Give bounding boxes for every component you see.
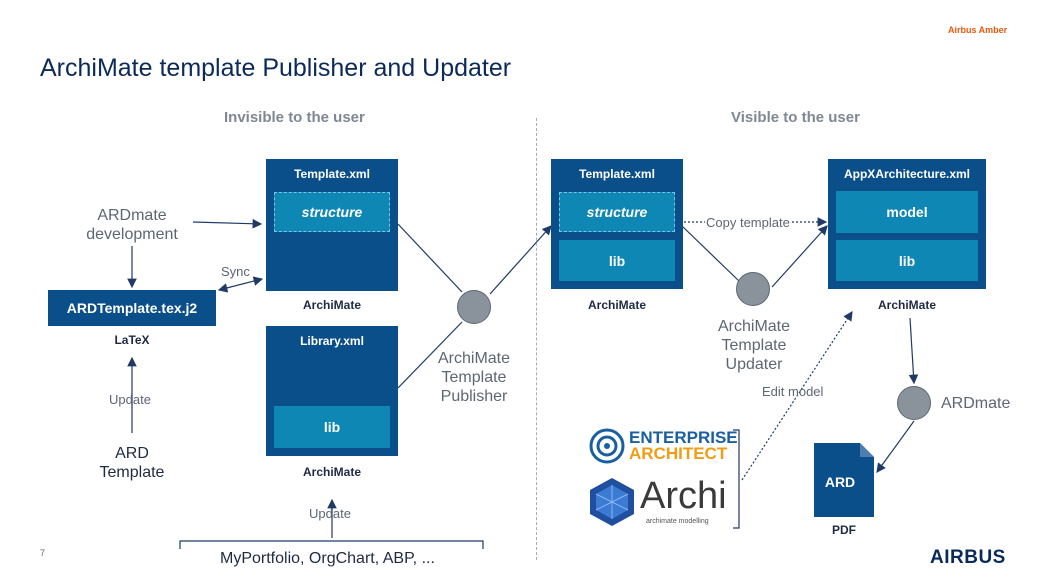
appx-lib: lib — [836, 240, 978, 281]
updater-label: ArchiMate Template Updater — [717, 318, 791, 373]
ardtemplate-file-name: ARDTemplate.tex.j2 — [66, 300, 198, 316]
pdf-caption: PDF — [832, 523, 856, 537]
arrow-edit-model — [741, 310, 853, 481]
archi-logo-tagline: archimate modelling — [646, 518, 709, 525]
enterprise-architect-logo-icon — [589, 428, 625, 464]
template-right-lib: lib — [559, 240, 675, 281]
arrow-library-to-publisher — [397, 321, 463, 389]
arrow-appx-to-ardmate — [908, 317, 919, 385]
copy-template-label: Copy template — [705, 215, 791, 230]
arrow-sync — [217, 276, 264, 293]
page-title: ArchiMate template Publisher and Updater — [40, 54, 512, 82]
template-xml-right: Template.xml structure lib — [551, 159, 683, 289]
appx-model: model — [836, 191, 978, 233]
library-caption: ArchiMate — [302, 465, 361, 479]
right-section-heading: Visible to the user — [731, 109, 860, 126]
left-section-heading: Invisible to the user — [224, 109, 365, 126]
publisher-label: ArchiMate Template Publisher — [437, 350, 511, 405]
appx-title: AppXArchitecture.xml — [843, 167, 971, 181]
appx-caption: ArchiMate — [877, 298, 936, 312]
sources-bracket — [179, 540, 484, 549]
template-xml-right-title: Template.xml — [579, 167, 655, 181]
enterprise-architect-logo-text: ENTERPRISE ARCHITECT — [629, 428, 738, 463]
arrow-template-to-updater — [681, 225, 740, 282]
template-xml-left-title: Template.xml — [294, 167, 370, 181]
tools-bracket — [733, 429, 740, 529]
appx-architecture-xml: AppXArchitecture.xml model lib — [828, 159, 986, 289]
airbus-logo: AIRBUS — [930, 547, 1006, 568]
template-xml-left: Template.xml structure — [266, 159, 398, 291]
arrow-template-to-publisher — [397, 223, 463, 293]
ardmate-node — [897, 386, 931, 420]
publisher-node — [457, 290, 491, 324]
library-xml: Library.xml lib — [266, 326, 398, 456]
archi-logo-icon — [590, 478, 634, 526]
classification-label: Airbus Amber — [948, 25, 1008, 35]
edit-model-label: Edit model — [762, 384, 824, 399]
ardtemplate-file-box: ARDTemplate.tex.j2 — [48, 290, 216, 326]
ea-logo-line1: ENTERPRISE — [629, 428, 738, 447]
ea-logo-line2: ARCHITECT — [629, 444, 728, 463]
updater-node — [736, 272, 770, 306]
ardmate-label: ARDmate — [941, 395, 1011, 412]
update-label: Update — [109, 392, 151, 407]
arrow-ardmate-to-pdf — [876, 420, 915, 473]
arrow-dev-to-template — [192, 218, 263, 229]
ard-template-label: ARD Template — [99, 445, 165, 481]
page-number: 7 — [40, 548, 46, 558]
sync-label: Sync — [221, 264, 250, 279]
section-divider — [536, 118, 537, 560]
latex-label: LaTeX — [114, 333, 150, 347]
library-xml-title: Library.xml — [300, 334, 364, 348]
pdf-document-icon — [814, 443, 874, 517]
ardmate-development-label: ARDmate development — [86, 207, 178, 243]
template-right-caption: ArchiMate — [587, 298, 646, 312]
sources-label: MyPortfolio, OrgChart, ABP, ... — [220, 550, 435, 567]
arrow-publisher-to-template-right — [489, 225, 552, 295]
archi-logo-name: Archi — [640, 475, 727, 517]
template-left-structure: structure — [274, 192, 390, 232]
library-lib: lib — [274, 406, 390, 448]
template-left-caption: ArchiMate — [302, 298, 361, 312]
update-bottom-label: Update — [309, 506, 351, 521]
template-right-structure: structure — [559, 192, 675, 232]
pdf-document-label: ARD — [824, 474, 856, 490]
arrow-updater-to-appx — [771, 225, 828, 288]
